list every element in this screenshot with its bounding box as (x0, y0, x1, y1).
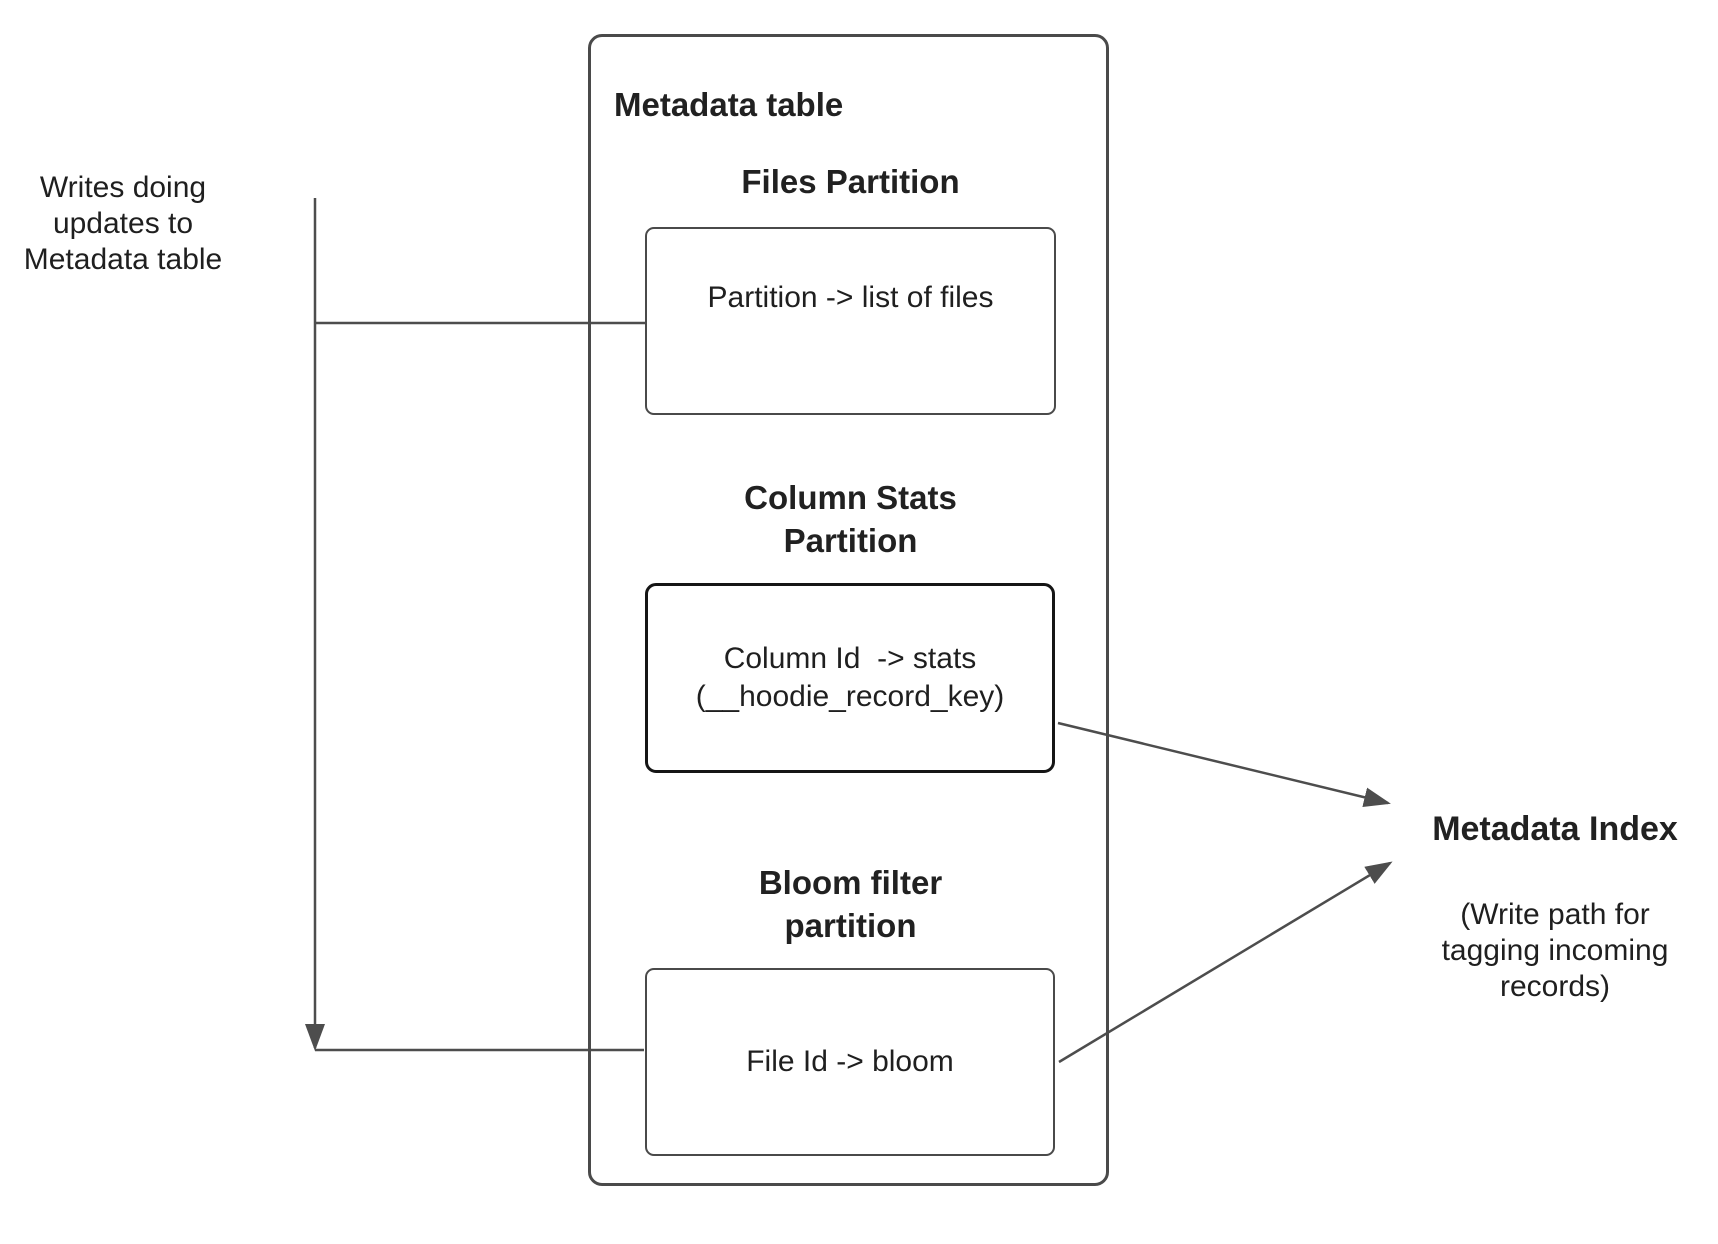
column-stats-partition-heading: Column Stats Partition (744, 479, 957, 559)
metadata-table-container (588, 34, 1109, 1186)
column-stats-partition-box: Column Id -> stats (__hoodie_record_key) (645, 583, 1055, 773)
metadata-index-subtitle: (Write path for tagging incoming records… (1441, 898, 1669, 1003)
bloom-filter-partition-box: File Id -> bloom (645, 968, 1055, 1156)
bloom-filter-partition-body: File Id -> bloom (746, 1045, 954, 1078)
files-partition-heading: Files Partition (741, 163, 960, 200)
files-partition-box: Partition -> list of files (645, 227, 1056, 415)
metadata-index-title: Metadata Index (1432, 810, 1678, 848)
bloom-filter-partition-heading: Bloom filter partition (758, 864, 943, 944)
writes-updates-note: Writes doing updates to Metadata table (23, 171, 223, 276)
files-partition-body: Partition -> list of files (707, 281, 994, 314)
metadata-table-title: Metadata table (614, 86, 844, 123)
column-stats-partition-body: Column Id -> stats (__hoodie_record_key) (695, 642, 1005, 713)
